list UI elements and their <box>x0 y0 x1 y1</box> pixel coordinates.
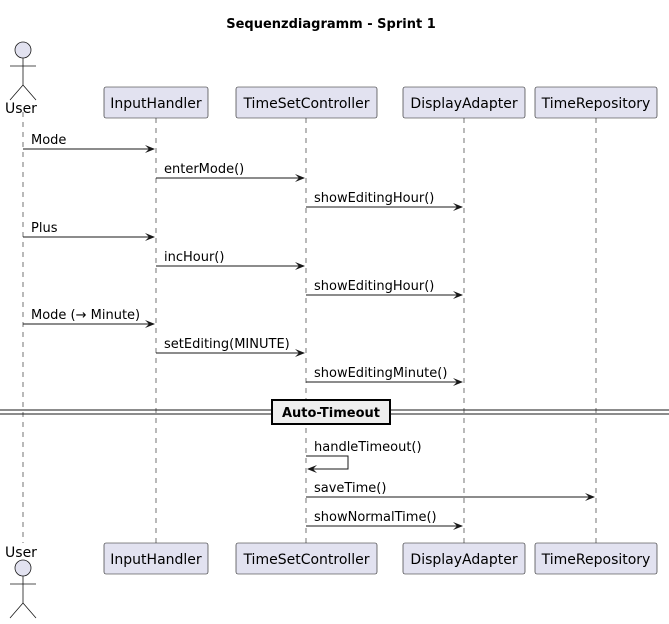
message-6: Mode (→ Minute) <box>23 308 155 328</box>
arrowhead-icon <box>453 522 463 530</box>
message-0: Mode <box>23 133 155 153</box>
message-label: incHour() <box>164 250 224 265</box>
participant-label: DisplayAdapter <box>410 96 517 112</box>
arrowhead-icon <box>585 493 595 501</box>
message-3: Plus <box>23 221 155 241</box>
participant-label: TimeSetController <box>242 96 369 112</box>
participant-label: TimeRepository <box>541 552 651 568</box>
participant-disp-bottom: DisplayAdapter <box>402 542 526 575</box>
participant-repo-bottom: TimeRepository <box>534 542 658 575</box>
divider-auto-timeout: Auto-Timeout <box>0 399 669 425</box>
actor-top: User <box>5 41 37 117</box>
arrowhead-icon <box>145 233 155 241</box>
message-4: incHour() <box>156 250 305 270</box>
arrowhead-icon <box>453 291 463 299</box>
arrowhead-icon <box>453 378 463 386</box>
arrowhead-icon <box>295 174 305 182</box>
message-label: showEditingHour() <box>314 279 434 294</box>
arrowhead-icon <box>295 262 305 270</box>
arrowhead-icon <box>307 465 317 473</box>
divider-label: Auto-Timeout <box>282 406 380 421</box>
message-2: showEditingHour() <box>306 191 463 211</box>
participant-box <box>402 86 526 119</box>
participant-tsc-top: TimeSetController <box>235 86 378 119</box>
participant-label: User <box>5 101 37 117</box>
message-label: enterMode() <box>164 162 244 177</box>
message-label: handleTimeout() <box>314 440 422 455</box>
actor-head-icon <box>14 41 32 59</box>
participant-box <box>235 542 378 575</box>
message-label: Plus <box>31 221 58 236</box>
message-10: handleTimeout() <box>306 440 422 473</box>
participant-input-bottom: InputHandler <box>103 542 209 575</box>
arrowhead-icon <box>145 320 155 328</box>
message-label: Mode (→ Minute) <box>31 308 140 323</box>
message-label: Mode <box>31 133 66 148</box>
participant-box <box>534 86 658 119</box>
participant-label: InputHandler <box>110 552 202 568</box>
message-7: setEditing(MINUTE) <box>156 337 305 357</box>
actor-body-icon <box>9 576 37 619</box>
participant-disp-top: DisplayAdapter <box>402 86 526 119</box>
participant-box <box>235 86 378 119</box>
participant-box <box>402 542 526 575</box>
message-12: showNormalTime() <box>306 510 463 530</box>
message-label: showEditingMinute() <box>314 366 447 381</box>
participant-tsc-bottom: TimeSetController <box>235 542 378 575</box>
participant-label: TimeRepository <box>541 96 651 112</box>
participant-label: TimeSetController <box>242 552 369 568</box>
message-self-arrow <box>306 455 349 470</box>
participant-box <box>103 86 209 119</box>
arrowhead-icon <box>145 145 155 153</box>
actor-body-icon <box>9 58 37 101</box>
participant-label: DisplayAdapter <box>410 552 517 568</box>
participant-label: InputHandler <box>110 96 202 112</box>
participant-box <box>534 542 658 575</box>
message-8: showEditingMinute() <box>306 366 463 386</box>
actor-bottom: User <box>5 545 37 619</box>
message-label: saveTime() <box>314 481 386 496</box>
participant-label: User <box>5 545 37 561</box>
actor-head-icon <box>14 559 32 577</box>
message-label: setEditing(MINUTE) <box>164 337 290 352</box>
participant-repo-top: TimeRepository <box>534 86 658 119</box>
participant-box <box>103 542 209 575</box>
message-label: showEditingHour() <box>314 191 434 206</box>
message-11: saveTime() <box>306 481 595 501</box>
message-label: showNormalTime() <box>314 510 437 525</box>
arrowhead-icon <box>295 349 305 357</box>
message-5: showEditingHour() <box>306 279 463 299</box>
message-1: enterMode() <box>156 162 305 182</box>
diagram-title: Sequenzdiagramm - Sprint 1 <box>226 17 436 32</box>
participant-input-top: InputHandler <box>103 86 209 119</box>
arrowhead-icon <box>453 203 463 211</box>
divider-box <box>271 399 391 425</box>
